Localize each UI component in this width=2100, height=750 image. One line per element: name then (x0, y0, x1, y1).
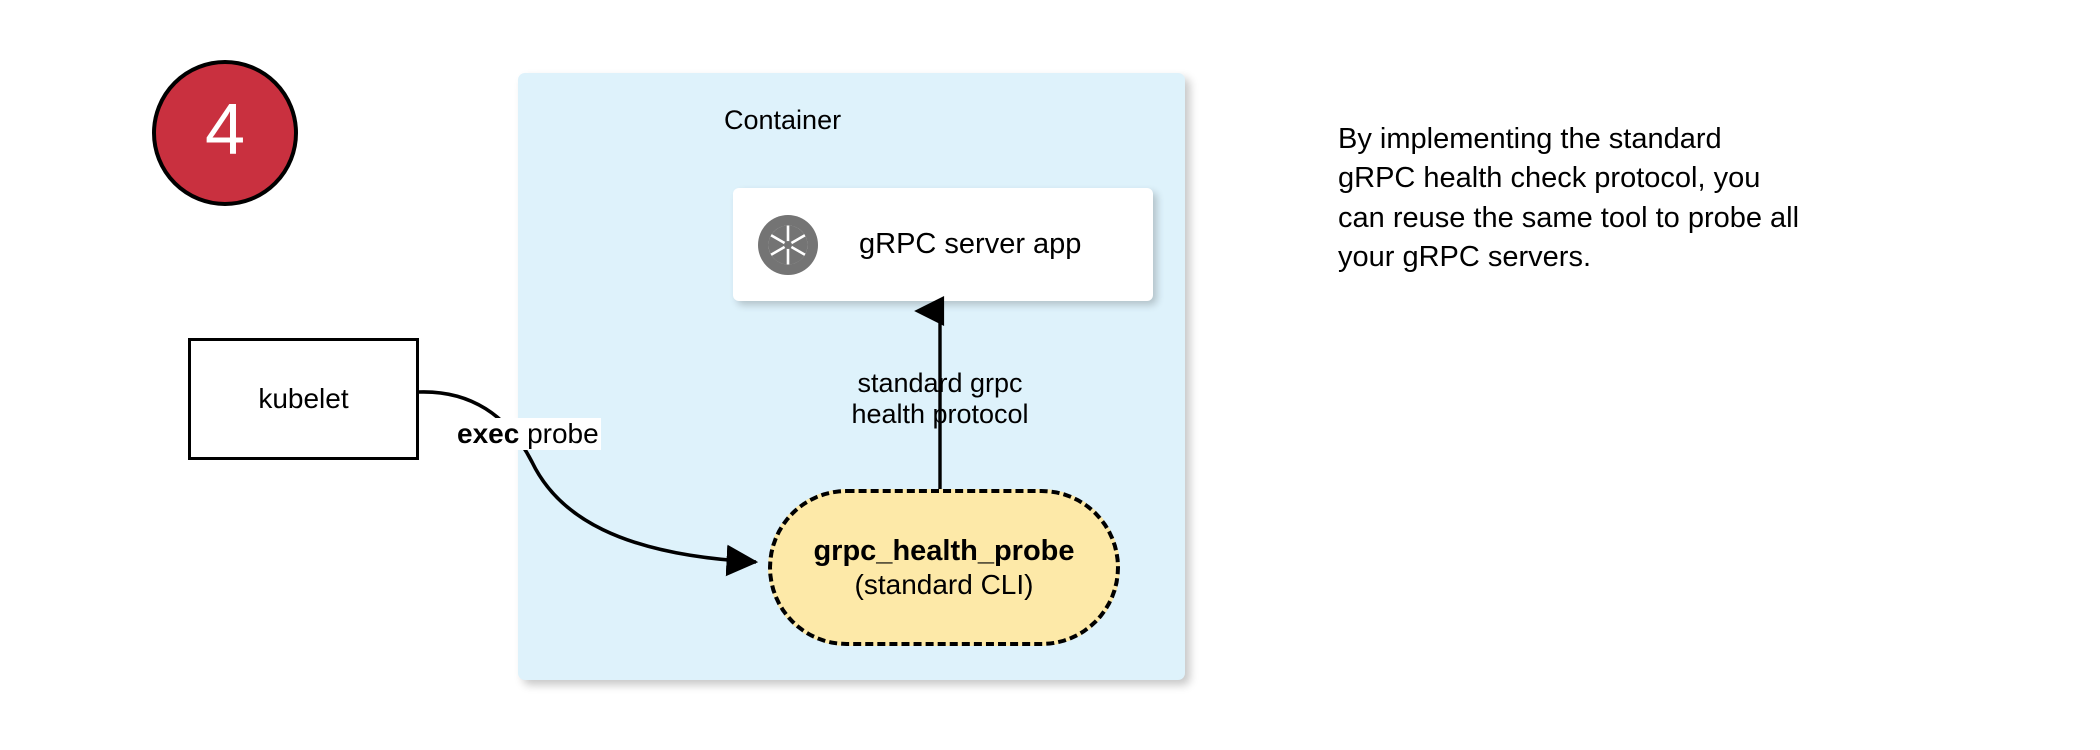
grpc-health-probe-node: grpc_health_probe (standard CLI) (768, 489, 1120, 646)
caption-text: By implementing the standard gRPC health… (1338, 120, 1918, 278)
exec-probe-label: exec probe (455, 418, 601, 450)
protocol-link-line-1: standard grpc (857, 368, 1023, 398)
step-number-label: 4 (204, 90, 246, 170)
grpc-server-app-label: gRPC server app (859, 228, 1082, 260)
kubelet-node: kubelet (188, 338, 419, 460)
grpc-health-probe-text: grpc_health_probe (standard CLI) (768, 489, 1120, 646)
caption-line-2: gRPC health check protocol, you (1338, 162, 1761, 195)
caption-line-3: can reuse the same tool to probe all (1338, 201, 1800, 234)
caption-line-1: By implementing the standard (1338, 123, 1722, 155)
protocol-arrow (914, 296, 945, 520)
grpc-health-probe-shape (768, 489, 1120, 646)
step-number-badge: 4 (152, 60, 298, 206)
grpc-health-probe-title: grpc_health_probe (813, 534, 1075, 567)
exec-probe-label-bold: exec (457, 418, 520, 449)
protocol-link-line-2: health protocol (851, 399, 1029, 430)
kubelet-label: kubelet (258, 383, 349, 414)
grpc-health-probe-subtitle: (standard CLI) (854, 569, 1034, 601)
container-label: Container (724, 105, 842, 135)
grpc-server-app-node: gRPC server app (733, 188, 1153, 301)
exec-probe-arrow (417, 390, 759, 577)
exec-probe-label-rest: probe (519, 418, 599, 449)
protocol-link-label: standard grpc health protocol (780, 368, 1100, 431)
grpc-aperture-icon (758, 214, 818, 275)
caption-line-4: your gRPC servers. (1338, 241, 1592, 274)
